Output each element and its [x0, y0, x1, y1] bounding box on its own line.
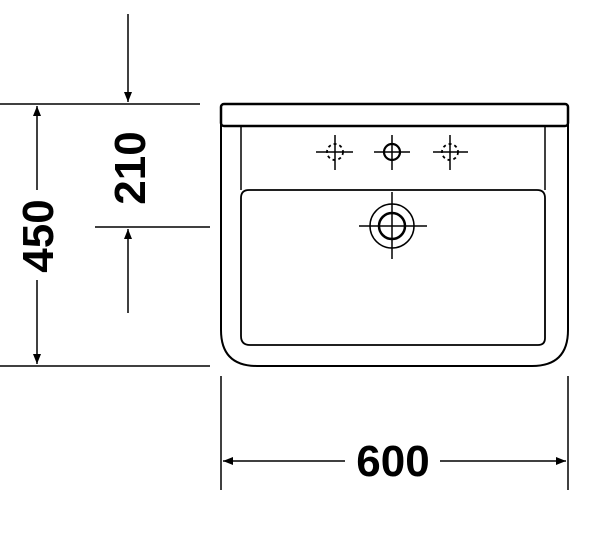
extension-lines [0, 103, 569, 490]
dimension-label-450: 450 [14, 199, 63, 272]
tap-hole-right-icon [433, 135, 468, 170]
tap-hole-center-icon [374, 135, 410, 170]
drain-outlet-icon [359, 192, 427, 259]
basin-outline [219, 102, 570, 367]
dimension-label-600: 600 [356, 437, 429, 486]
tap-hole-left-icon [316, 135, 353, 170]
dimension-label-210: 210 [106, 131, 155, 204]
